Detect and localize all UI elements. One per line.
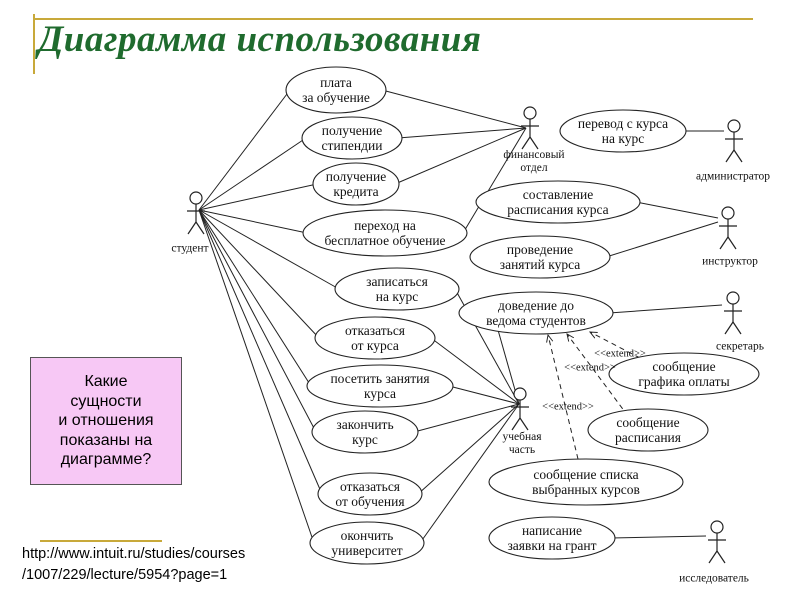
association-academic-finish_course (413, 403, 520, 433)
association-student-credit (198, 183, 318, 211)
association-student-tuition (198, 89, 291, 211)
association-secretary-inform (608, 304, 723, 314)
actor-secretary (724, 291, 742, 335)
extend-label: <<extend>> (594, 349, 646, 360)
association-academic-drop_course (430, 337, 520, 405)
actor-finance_dept (521, 106, 539, 150)
association-finance-free_study (462, 127, 527, 234)
actor-student (187, 191, 205, 235)
association-finance-credit (394, 127, 527, 185)
association-finance-stipend (397, 127, 527, 139)
use-case-schedule (475, 180, 641, 224)
association-finance-tuition (381, 89, 527, 129)
association-instructor-schedule (635, 201, 719, 219)
association-student-quit (198, 209, 323, 495)
association-academic-attend (448, 385, 520, 405)
use-case-drop_course (314, 316, 436, 360)
use-case-courses_msg (488, 458, 684, 506)
use-case-payment_msg (608, 352, 760, 396)
use-case-transfer (559, 109, 687, 153)
actor-label-student: студент (171, 243, 208, 255)
use-case-quit (317, 472, 423, 516)
actor-label-administrator: администратор (696, 171, 770, 183)
use-case-inform (458, 291, 614, 335)
question-box: Какие сущности и отношения показаны на д… (30, 357, 182, 485)
slide-title: Диаграмма использования (38, 19, 482, 60)
actor-label-secretary: секретарь (716, 341, 764, 353)
association-academic-quit (417, 403, 520, 495)
association-student-drop_course (198, 209, 320, 339)
association-researcher-grant (610, 535, 707, 539)
actor-academic_unit (511, 387, 529, 431)
title-rule-left (33, 14, 35, 74)
use-case-finish_course (311, 410, 419, 454)
extend-label: <<extend>> (542, 402, 594, 413)
use-case-attend (306, 364, 454, 408)
actor-researcher (708, 520, 726, 564)
actor-label-researcher: исследователь (679, 573, 749, 585)
title-rule-top (33, 18, 753, 20)
use-case-tuition (285, 66, 387, 114)
extend-arrow-1 (590, 332, 641, 359)
extend-arrow-3 (548, 335, 579, 460)
association-student-enroll (198, 209, 340, 290)
association-student-attend (198, 209, 312, 387)
association-student-free_study (198, 209, 308, 234)
source-link[interactable]: http://www.intuit.ru/studies/courses /10… (22, 546, 246, 583)
extend-label: <<extend>> (564, 363, 616, 374)
actor-administrator (725, 119, 743, 163)
use-case-enroll (334, 267, 460, 311)
actor-label-instructor: инструктор (702, 256, 758, 268)
use-case-credit (312, 162, 400, 206)
use-case-free_study (302, 209, 468, 257)
use-case-schedule_msg (587, 408, 709, 452)
extend-arrow-2 (567, 334, 629, 417)
association-student-graduate (198, 209, 315, 544)
source-rule (40, 540, 162, 542)
use-case-teach (469, 235, 611, 279)
association-academic-graduate (419, 403, 520, 544)
association-instructor-teach (605, 221, 719, 258)
use-case-grant (488, 516, 616, 560)
association-student-stipend (198, 137, 307, 211)
actor-instructor (719, 206, 737, 250)
use-case-stipend (301, 116, 403, 160)
use-case-graduate (309, 521, 425, 565)
association-student-finish_course (198, 209, 317, 433)
